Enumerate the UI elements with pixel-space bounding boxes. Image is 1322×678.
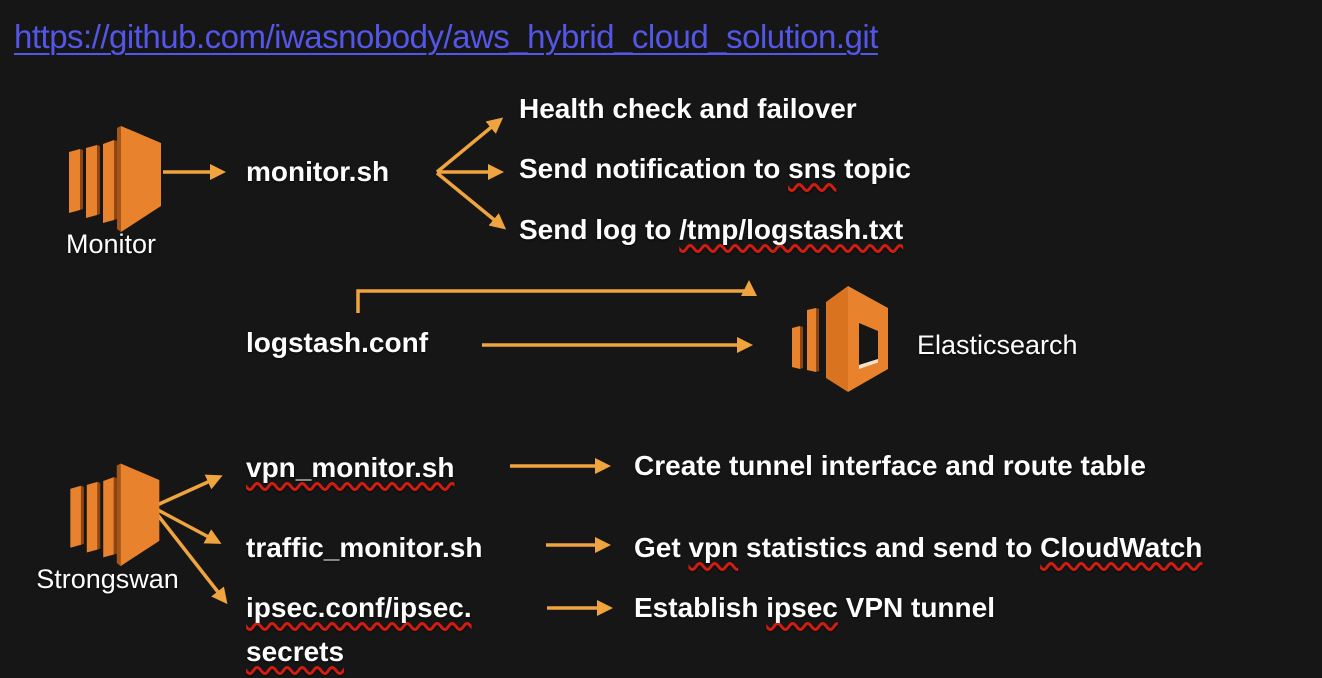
arrow-strongswan-fork-middle bbox=[157, 508, 222, 544]
logstash-config-label: logstash.conf bbox=[246, 327, 429, 358]
arrow-script-fork-top bbox=[435, 117, 504, 174]
monitor-icon-label: Monitor bbox=[65, 229, 157, 259]
strongswan-ec2-instance-icon bbox=[70, 463, 160, 567]
arrow-strongswan-fork-top bbox=[156, 474, 223, 507]
strongswan-file-ipsec-secrets: secrets bbox=[246, 636, 345, 667]
strongswan-desc-get-statistics: Get vpn statistics and send to CloudWatc… bbox=[634, 532, 1203, 563]
strongswan-file-traffic-monitor: traffic_monitor.sh bbox=[246, 532, 483, 563]
strongswan-icon-label: Strongswan bbox=[36, 564, 179, 594]
strongswan-file-ipsec-conf: ipsec.conf/ipsec. bbox=[246, 592, 472, 623]
elasticsearch-icon-label: Elasticsearch bbox=[917, 330, 1078, 360]
arrow-script-fork-bottom bbox=[435, 171, 507, 230]
arrow-logconf-elbow-to-logline bbox=[356, 279, 758, 313]
monitor-script-label: monitor.sh bbox=[246, 156, 390, 187]
repo-link[interactable]: https://github.com/iwasnobody/aws_hybrid… bbox=[14, 18, 878, 55]
elasticsearch-service-icon bbox=[792, 286, 888, 392]
strongswan-file-vpn-monitor: vpn_monitor.sh bbox=[246, 452, 455, 483]
monitor-ec2-instance-icon bbox=[69, 126, 161, 232]
strongswan-desc-establish-tunnel: Establish ipsec VPN tunnel bbox=[634, 592, 995, 623]
strongswan-desc-create-tunnel: Create tunnel interface and route table bbox=[634, 450, 1146, 481]
monitor-output-notification: Send notification to sns topic bbox=[519, 153, 912, 184]
monitor-output-log: Send log to /tmp/logstash.txt bbox=[519, 214, 904, 245]
monitor-output-health: Health check and failover bbox=[519, 93, 857, 124]
